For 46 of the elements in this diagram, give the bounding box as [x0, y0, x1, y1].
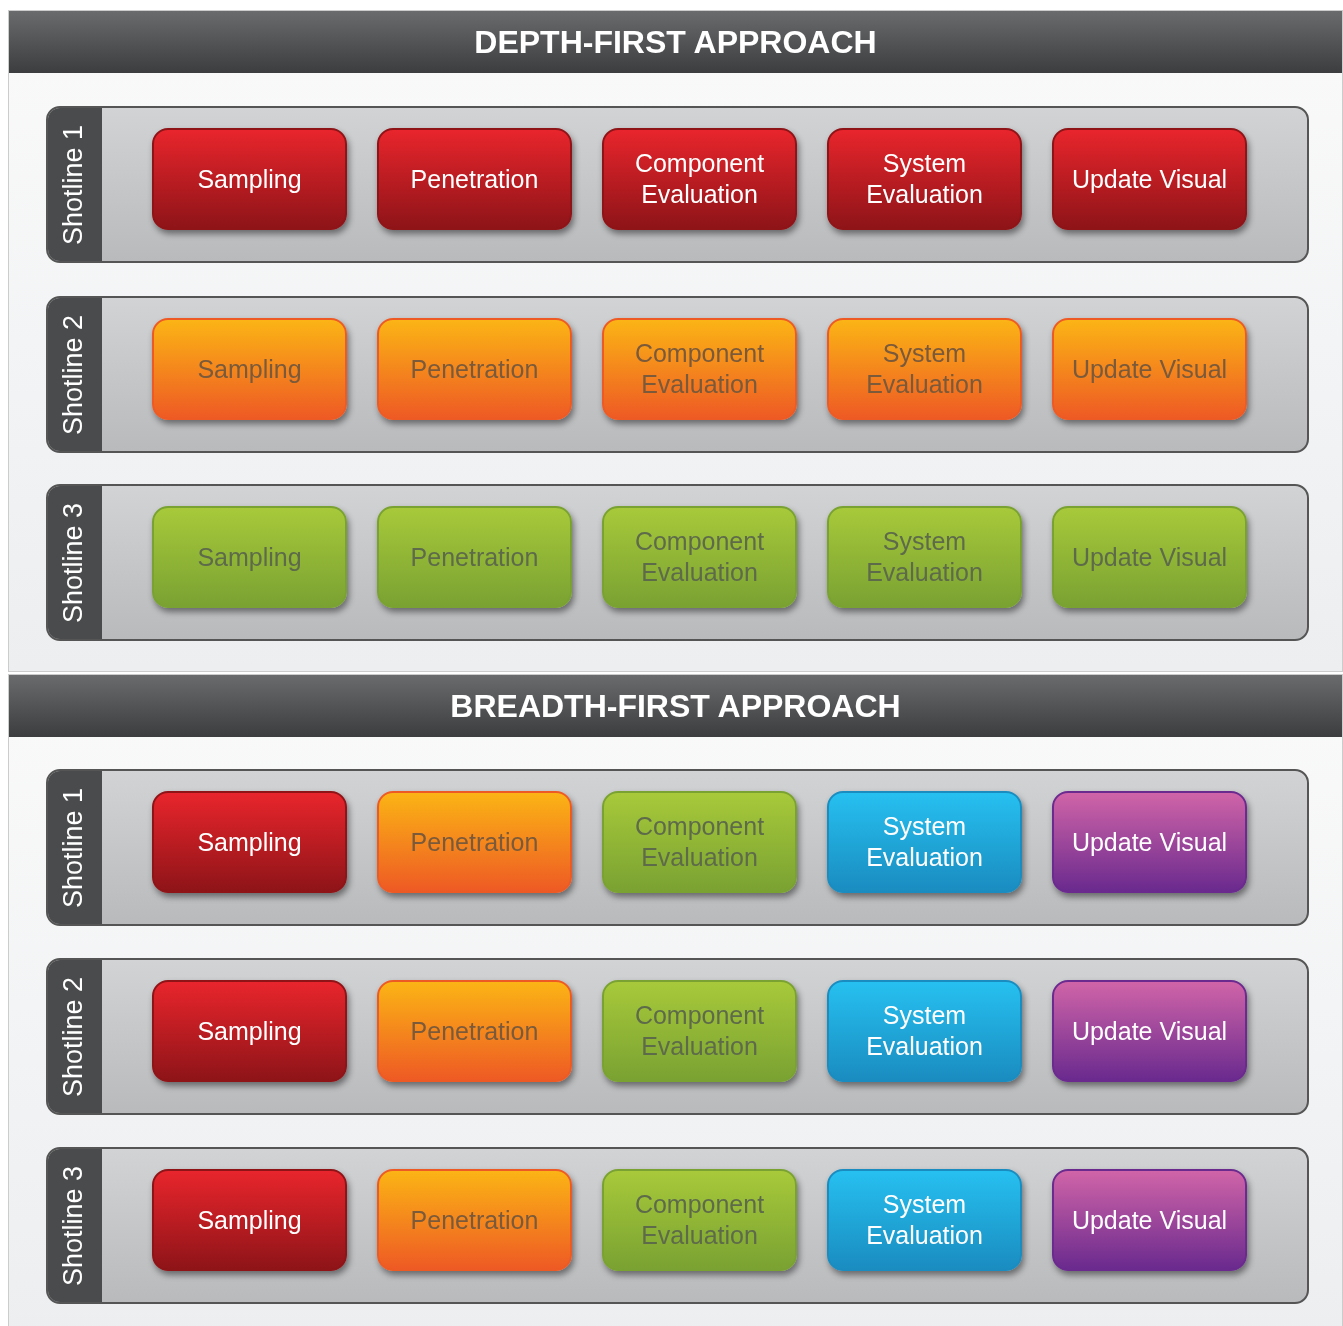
- shotline-label: Shotline 1: [58, 124, 89, 245]
- step-box: Sampling: [152, 506, 347, 608]
- shotline-label: Shotline 2: [58, 976, 89, 1097]
- step-box: System Evaluation: [827, 506, 1022, 608]
- step-box: Update Visual: [1052, 791, 1247, 893]
- panel-title: DEPTH-FIRST APPROACH: [474, 23, 877, 61]
- step-box: Component Evaluation: [602, 791, 797, 893]
- step-box: Update Visual: [1052, 318, 1247, 420]
- step-box: Sampling: [152, 791, 347, 893]
- step-box: Update Visual: [1052, 506, 1247, 608]
- step-box: Penetration: [377, 128, 572, 230]
- shotline-band: [46, 958, 1309, 1115]
- shotline-label: Shotline 3: [58, 1165, 89, 1286]
- shotline-band: [46, 106, 1309, 263]
- shotline-label: Shotline 3: [58, 502, 89, 623]
- shotline-band: [46, 484, 1309, 641]
- step-box: Component Evaluation: [602, 506, 797, 608]
- step-box: Sampling: [152, 318, 347, 420]
- step-box: Component Evaluation: [602, 1169, 797, 1271]
- step-box: System Evaluation: [827, 318, 1022, 420]
- shotline-band: [46, 1147, 1309, 1304]
- step-box: Penetration: [377, 1169, 572, 1271]
- shotline-label: Shotline 1: [58, 787, 89, 908]
- step-box: Penetration: [377, 506, 572, 608]
- shotline-band: [46, 769, 1309, 926]
- step-box: Sampling: [152, 980, 347, 1082]
- step-box: Sampling: [152, 1169, 347, 1271]
- step-box: Component Evaluation: [602, 128, 797, 230]
- panel-title: BREADTH-FIRST APPROACH: [450, 687, 901, 725]
- step-box: Sampling: [152, 128, 347, 230]
- step-box: System Evaluation: [827, 980, 1022, 1082]
- step-box: Update Visual: [1052, 1169, 1247, 1271]
- step-box: Component Evaluation: [602, 980, 797, 1082]
- step-box: Update Visual: [1052, 980, 1247, 1082]
- step-box: Update Visual: [1052, 128, 1247, 230]
- step-box: System Evaluation: [827, 791, 1022, 893]
- step-box: Component Evaluation: [602, 318, 797, 420]
- step-box: Penetration: [377, 318, 572, 420]
- shotline-band: [46, 296, 1309, 453]
- step-box: System Evaluation: [827, 128, 1022, 230]
- panel: [8, 674, 1343, 1326]
- step-box: Penetration: [377, 791, 572, 893]
- panel: [8, 10, 1343, 672]
- shotline-label: Shotline 2: [58, 314, 89, 435]
- step-box: Penetration: [377, 980, 572, 1082]
- step-box: System Evaluation: [827, 1169, 1022, 1271]
